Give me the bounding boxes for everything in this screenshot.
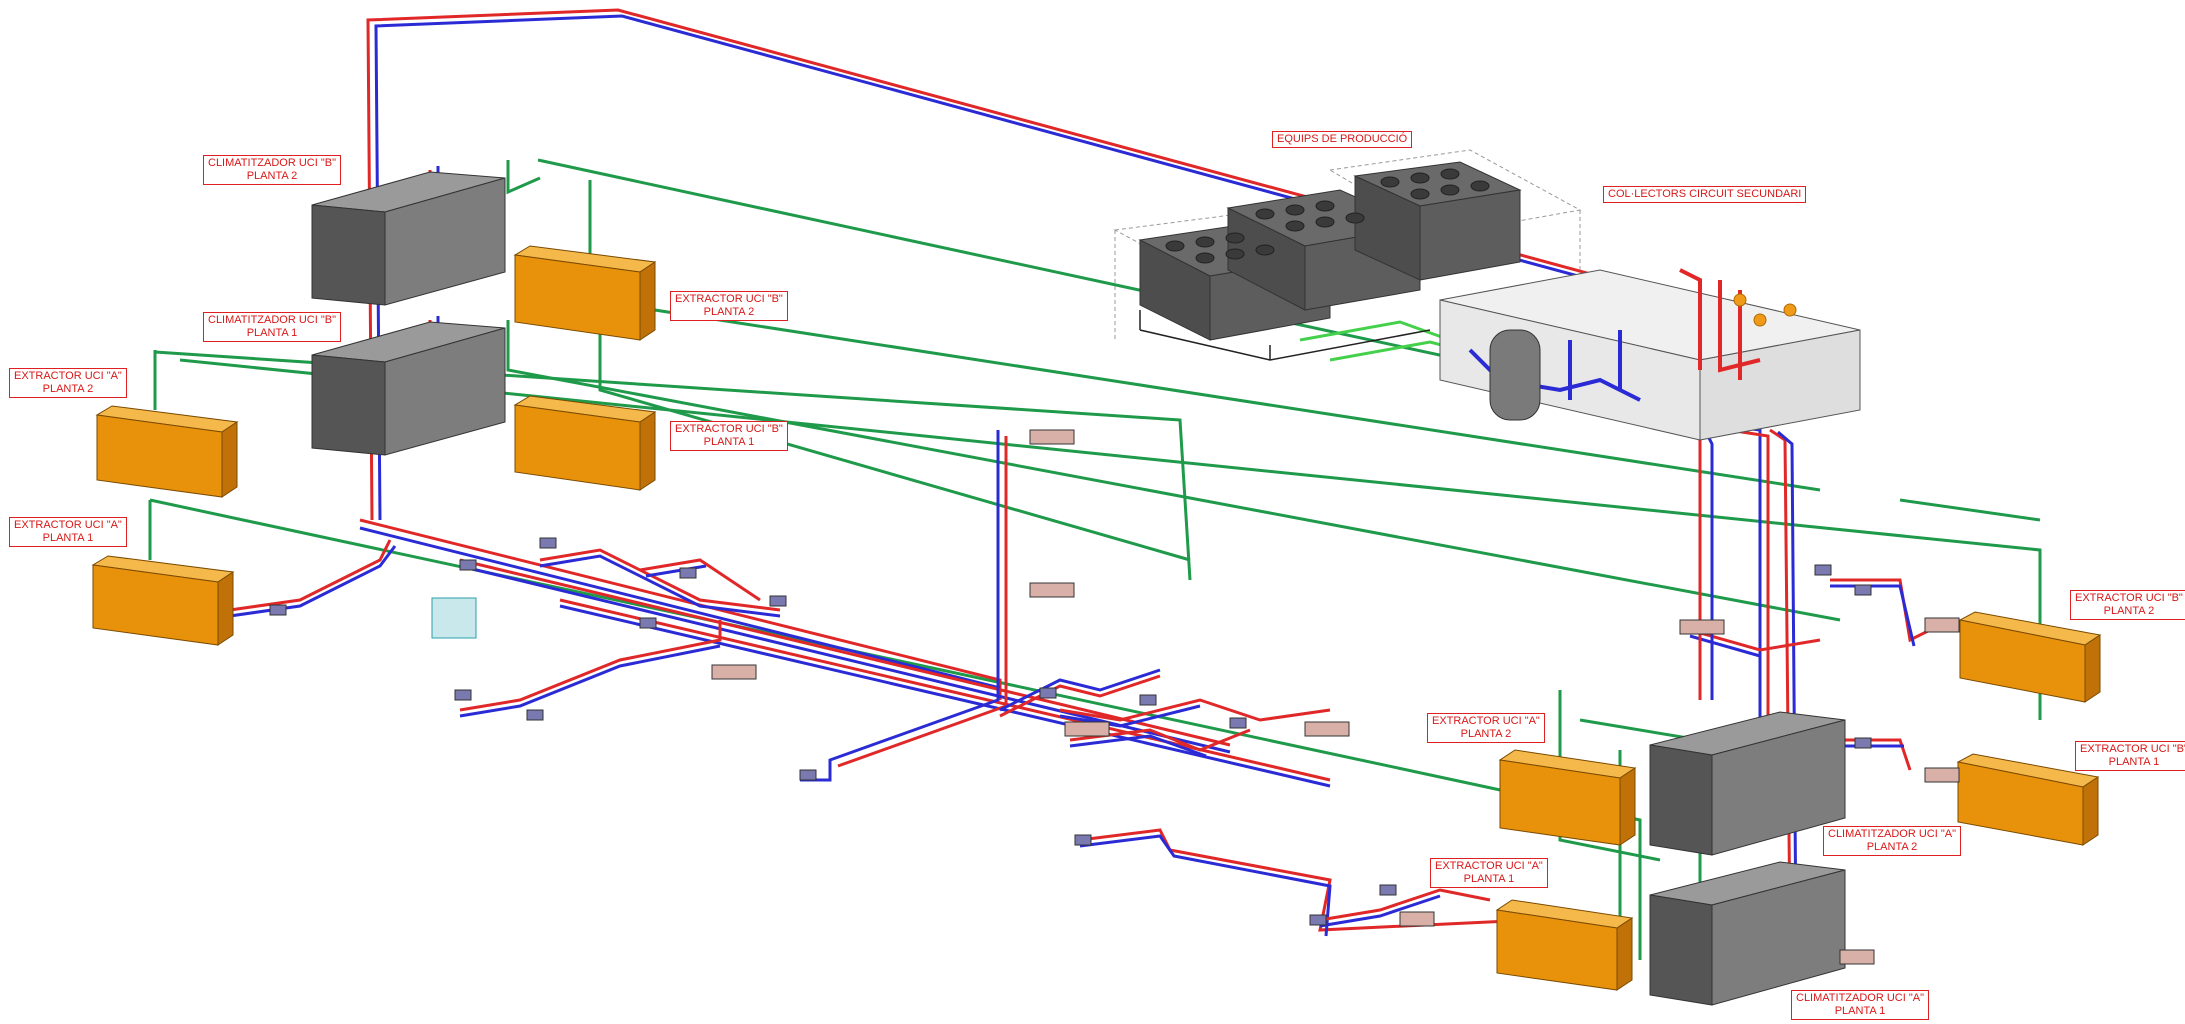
label-line-2: PLANTA 1 — [2108, 756, 2160, 768]
label-climatitzador-b-planta-1: CLIMATITZADOR UCI "B" PLANTA 1 — [203, 312, 341, 342]
label-line-1: CLIMATITZADOR UCI "A" — [1828, 828, 1956, 840]
label-climatitzador-b-planta-2: CLIMATITZADOR UCI "B" PLANTA 2 — [203, 155, 341, 185]
label-extractor-a-planta-1-left: EXTRACTOR UCI "A" PLANTA 1 — [9, 517, 127, 547]
label-line-1: CLIMATITZADOR UCI "A" — [1796, 992, 1924, 1004]
label-extractor-a-planta-2-left: EXTRACTOR UCI "A" PLANTA 2 — [9, 368, 127, 398]
label-line-2: PLANTA 2 — [1460, 728, 1512, 740]
label-line-1: CLIMATITZADOR UCI "B" — [208, 314, 336, 326]
label-line-1: EXTRACTOR UCI "A" — [1432, 715, 1540, 727]
label-line-1: CLIMATITZADOR UCI "B" — [208, 157, 336, 169]
label-line-2: PLANTA 1 — [246, 327, 298, 339]
label-line-2: PLANTA 2 — [42, 383, 94, 395]
label-climatitzador-a-planta-1: CLIMATITZADOR UCI "A" PLANTA 1 — [1791, 990, 1929, 1020]
extractor-units — [91, 245, 2102, 991]
label-line-2: PLANTA 1 — [1463, 873, 1515, 885]
label-line-2: PLANTA 2 — [703, 306, 755, 318]
label-line-1: EXTRACTOR UCI "B" — [2075, 592, 2183, 604]
label-line-2: PLANTA 2 — [2103, 605, 2155, 617]
label-climatitzador-a-planta-2: CLIMATITZADOR UCI "A" PLANTA 2 — [1823, 826, 1961, 856]
label-colectors-circuit-secundari: COL·LECTORS CIRCUIT SECUNDARI — [1603, 186, 1807, 203]
label-line-1: EXTRACTOR UCI "A" — [14, 370, 122, 382]
secondary-collectors — [1439, 268, 1861, 441]
label-equips-produccio: EQUIPS DE PRODUCCIÓ — [1272, 131, 1413, 148]
label-line-1: EXTRACTOR UCI "A" — [14, 519, 122, 531]
label-line-1: EXTRACTOR UCI "A" — [1435, 860, 1543, 872]
label-line-2: PLANTA 2 — [1866, 841, 1918, 853]
label-text: COL·LECTORS CIRCUIT SECUNDARI — [1608, 188, 1802, 200]
label-extractor-b-planta-1-left: EXTRACTOR UCI "B" PLANTA 1 — [670, 421, 788, 451]
label-line-2: PLANTA 1 — [1834, 1005, 1886, 1017]
label-extractor-a-planta-1-mid: EXTRACTOR UCI "A" PLANTA 1 — [1430, 858, 1548, 888]
label-line-2: PLANTA 1 — [42, 532, 94, 544]
fan-coil-units — [269, 429, 1960, 965]
air-handlers — [311, 171, 1846, 1006]
label-extractor-a-planta-2-mid: EXTRACTOR UCI "A" PLANTA 2 — [1427, 713, 1545, 743]
label-line-1: EXTRACTOR UCI "B" — [675, 293, 783, 305]
label-line-2: PLANTA 2 — [246, 170, 298, 182]
label-line-2: PLANTA 1 — [703, 436, 755, 448]
label-extractor-b-planta-2-left: EXTRACTOR UCI "B" PLANTA 2 — [670, 291, 788, 321]
label-line-1: EXTRACTOR UCI "B" — [675, 423, 783, 435]
label-extractor-b-planta-1-right: EXTRACTOR UCI "B" PLANTA 1 — [2075, 741, 2185, 771]
label-line-1: EXTRACTOR UCI "B" — [2080, 743, 2185, 755]
label-text: EQUIPS DE PRODUCCIÓ — [1277, 133, 1408, 145]
label-extractor-b-planta-2-right: EXTRACTOR UCI "B" PLANTA 2 — [2070, 590, 2185, 620]
